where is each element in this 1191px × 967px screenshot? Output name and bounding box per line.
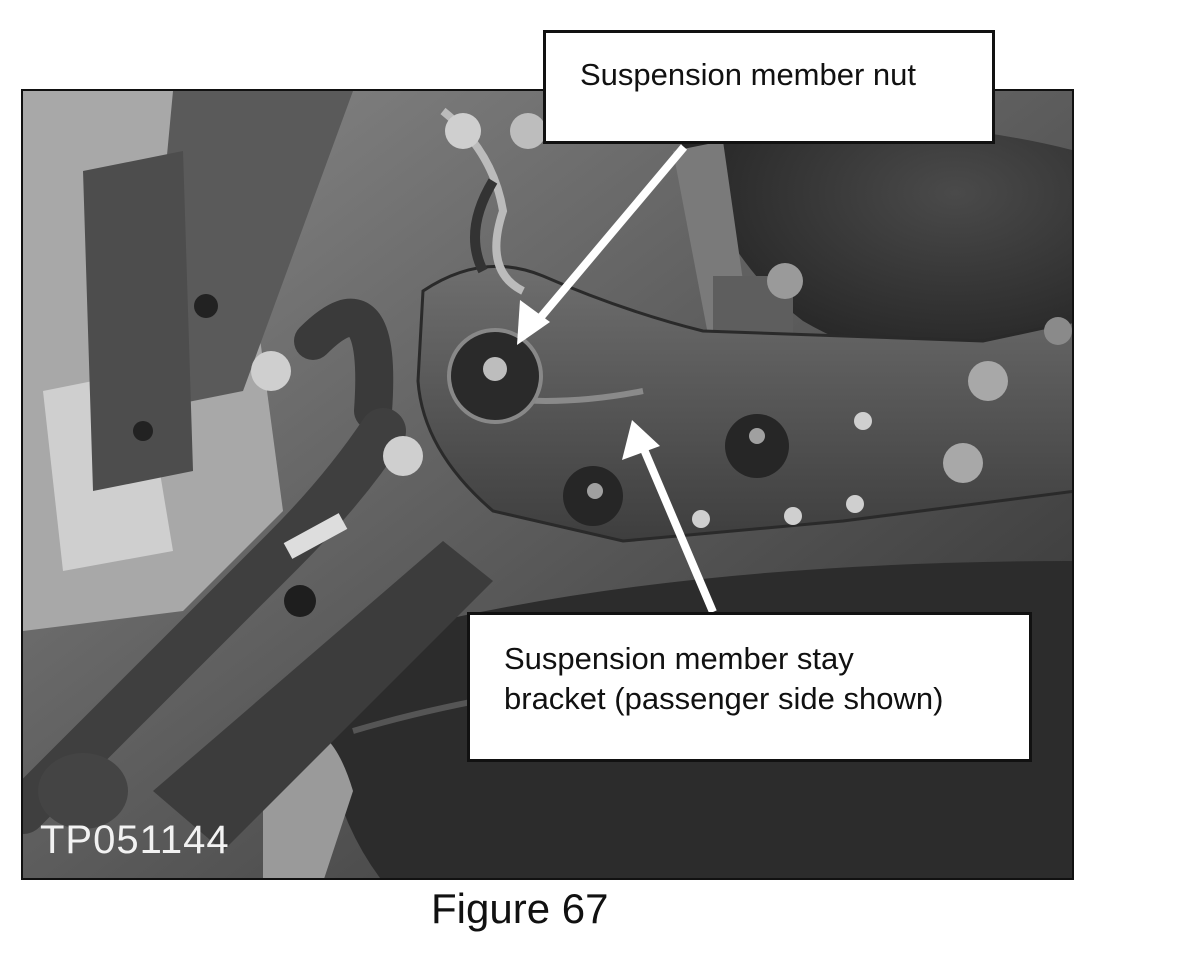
wheel-well [673,119,1072,366]
stay-bracket-callout: Suspension member stay bracket (passenge… [467,612,1032,762]
callout-nut-text: Suspension member nut [580,57,917,92]
callout-bracket-line2: bracket (passenger side shown) [504,681,944,716]
bushing-bolt [383,436,423,476]
bracket-bolt [943,443,983,483]
hose [294,298,394,430]
suspension-member-nut-callout: Suspension member nut [543,30,995,144]
upper-control-arm [143,91,353,411]
stabilizer-bar [23,408,406,834]
figure-caption: Figure 67 [431,885,609,932]
bracket-bolt [968,361,1008,401]
lower-link [153,541,493,851]
image-code-label: TP051144 [40,818,230,862]
bushing-bolt [251,351,291,391]
callout-bracket-line1: Suspension member stay [504,641,854,676]
